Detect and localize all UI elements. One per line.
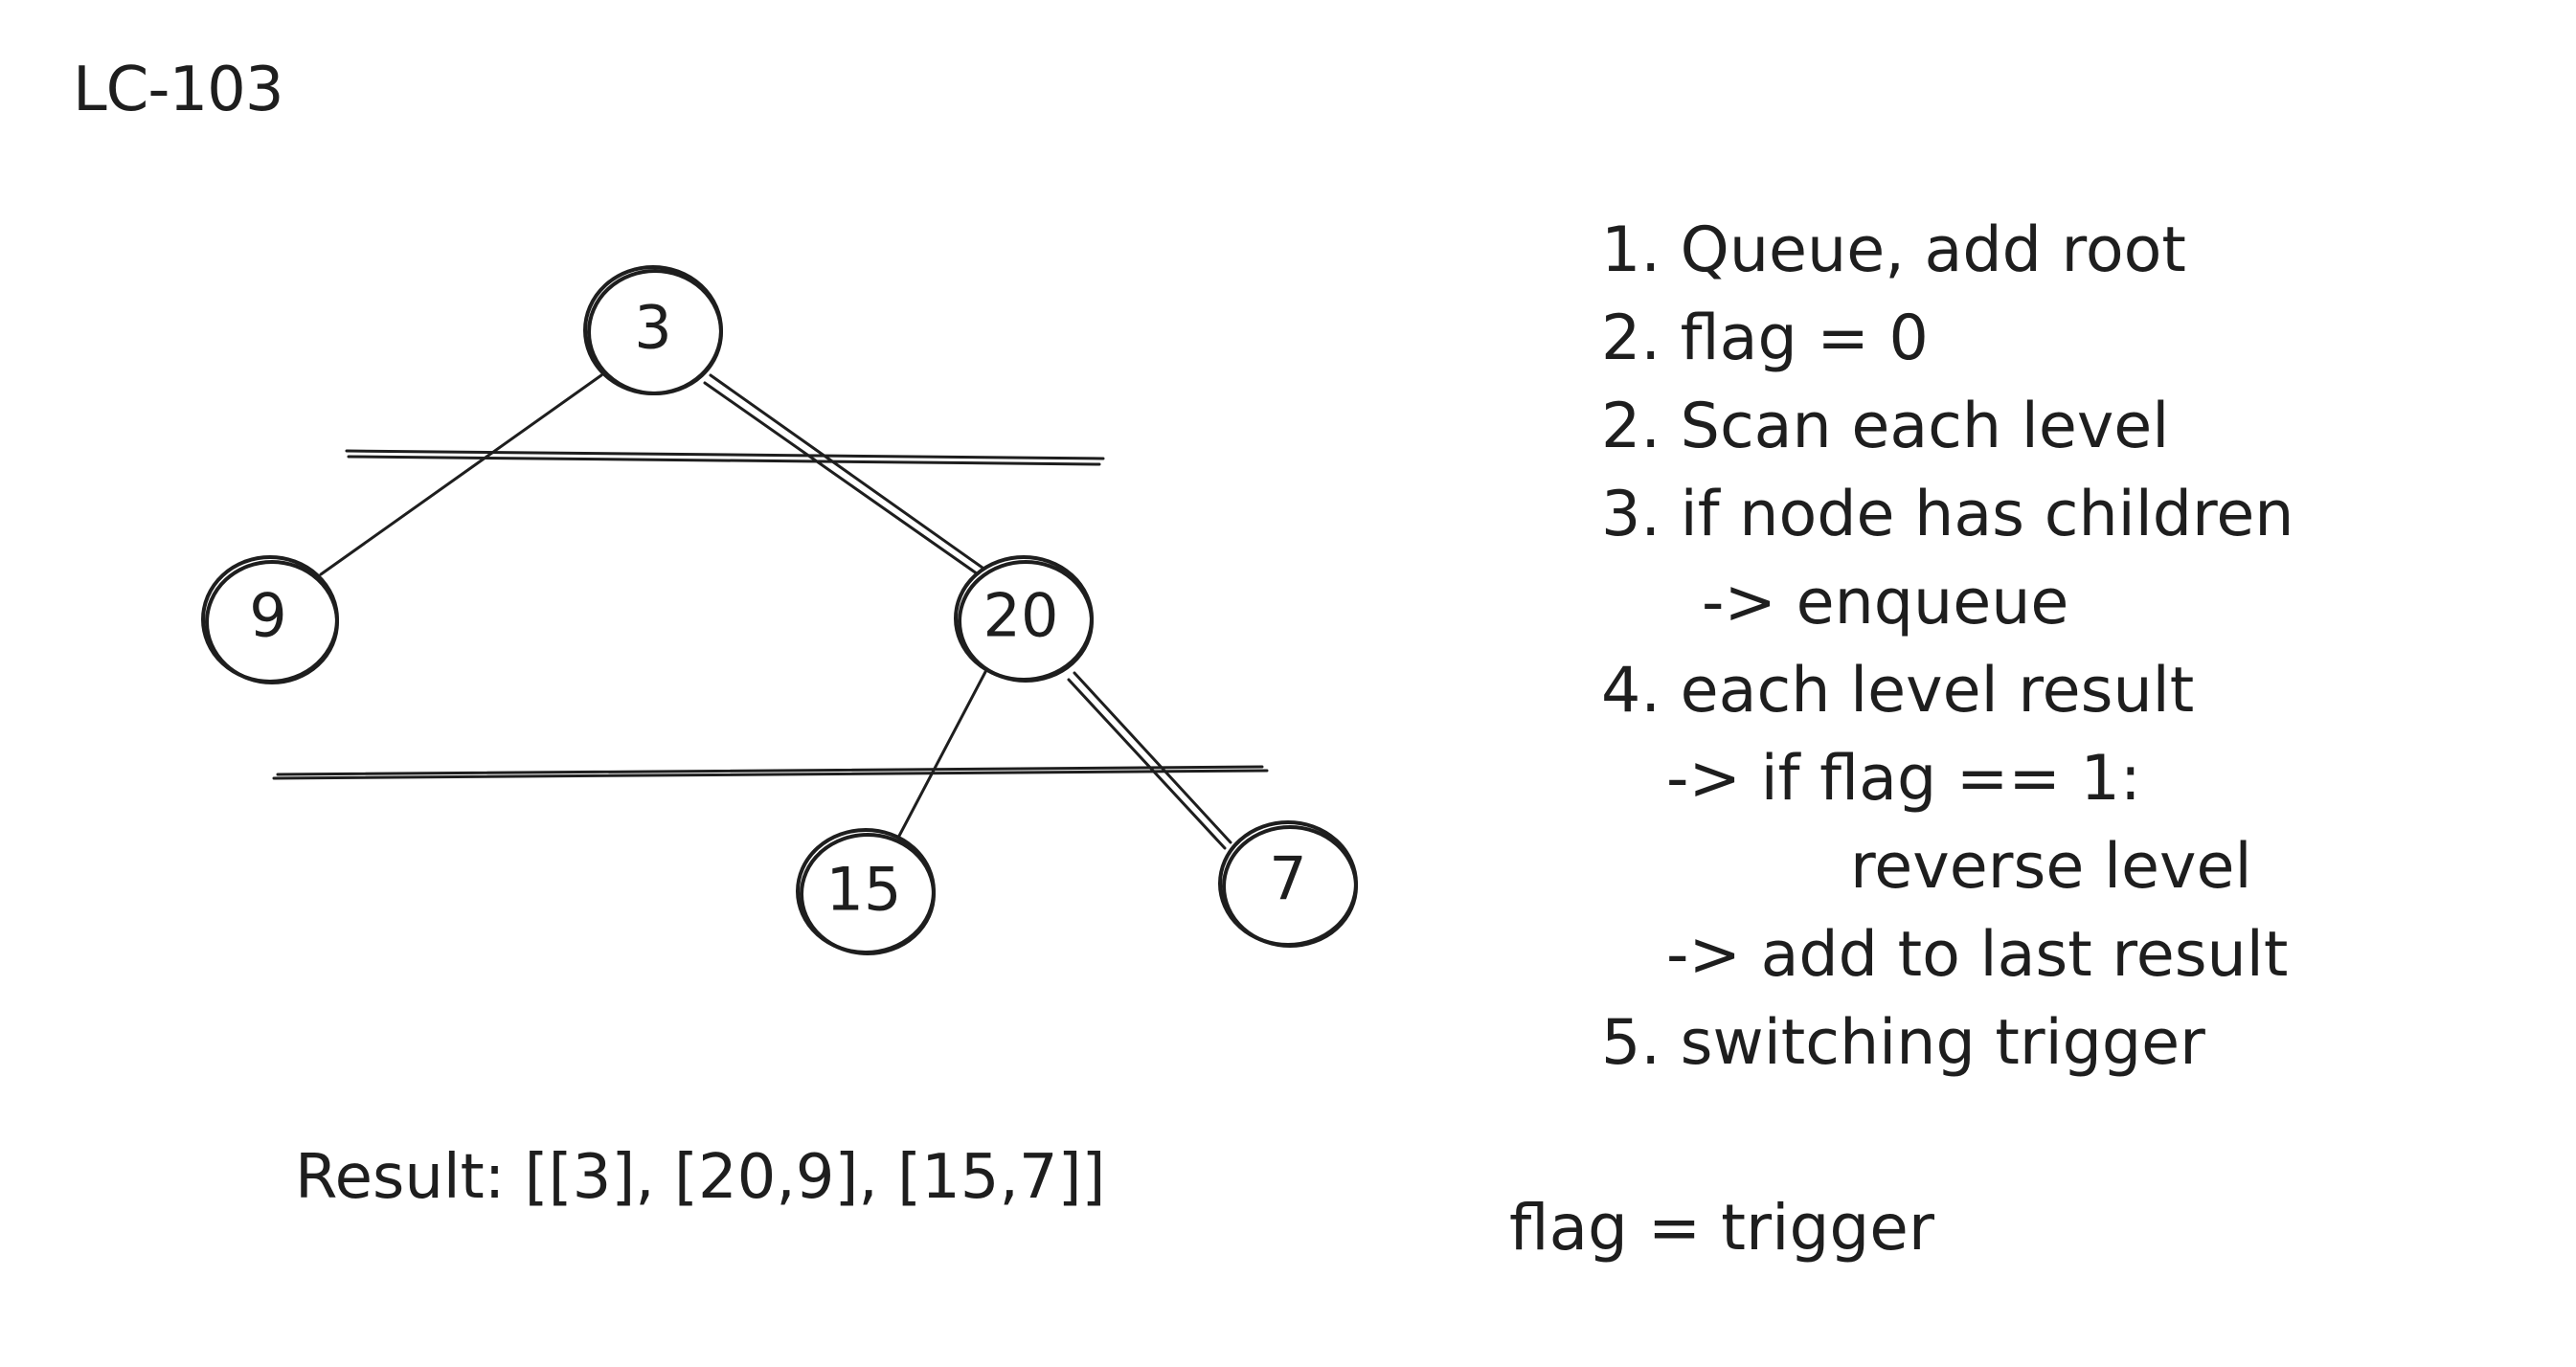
level-separator-1 xyxy=(345,449,1105,466)
step-item: 4. each level result xyxy=(1601,655,2195,727)
algorithm-steps: 1. Queue, add root 2. flag = 0 2. Scan e… xyxy=(1601,207,2540,1087)
edge-20-7 xyxy=(1073,671,1232,844)
step-item: 5. switching trigger xyxy=(1601,1007,2205,1079)
tree-node-7: 7 xyxy=(1218,820,1358,948)
tree-node-label: 7 xyxy=(1269,844,1306,914)
step-sub-item: reverse level xyxy=(1850,831,2252,903)
tree-node-label: 20 xyxy=(983,581,1059,651)
result-text: Result: [[3], [20,9], [15,7]] xyxy=(295,1142,1106,1213)
step-sub-item: -> add to last result xyxy=(1666,919,2289,991)
tree-node-circle-sketch xyxy=(800,833,936,955)
tree-node-20: 20 xyxy=(954,555,1094,683)
diagram-title: LC-103 xyxy=(73,55,284,125)
step-sub-item: -> enqueue xyxy=(1702,567,2069,639)
tree-node-label: 9 xyxy=(249,581,286,651)
level-separator-2 xyxy=(272,765,1269,780)
tree-node-3: 3 xyxy=(583,265,723,395)
tree-node-15: 15 xyxy=(796,828,936,955)
edge-3-20-sketch xyxy=(703,381,985,580)
step-item: 2. Scan each level xyxy=(1601,391,2170,462)
step-item: 3. if node has children xyxy=(1601,479,2294,550)
tree-node-circle-sketch xyxy=(587,269,723,395)
edge-20-7-sketch xyxy=(1067,678,1227,850)
tree-node-9: 9 xyxy=(201,555,339,684)
edge-20-15 xyxy=(896,668,988,840)
tree-node-circle-sketch xyxy=(1222,825,1358,948)
tree-node-label: 15 xyxy=(826,855,902,925)
tree-node-label: 3 xyxy=(634,293,671,363)
step-item: 1. Queue, add root xyxy=(1601,214,2186,286)
edge-3-9 xyxy=(319,373,603,576)
step-item: 2. flag = 0 xyxy=(1601,303,1929,374)
flag-note: flag = trigger xyxy=(1509,1191,1935,1265)
step-sub-item: -> if flag == 1: xyxy=(1666,743,2141,815)
tree-edges xyxy=(319,373,1232,850)
tree-node-circle-sketch xyxy=(205,560,339,684)
edge-3-20 xyxy=(709,373,991,574)
tree-node-circle-sketch xyxy=(958,560,1094,683)
